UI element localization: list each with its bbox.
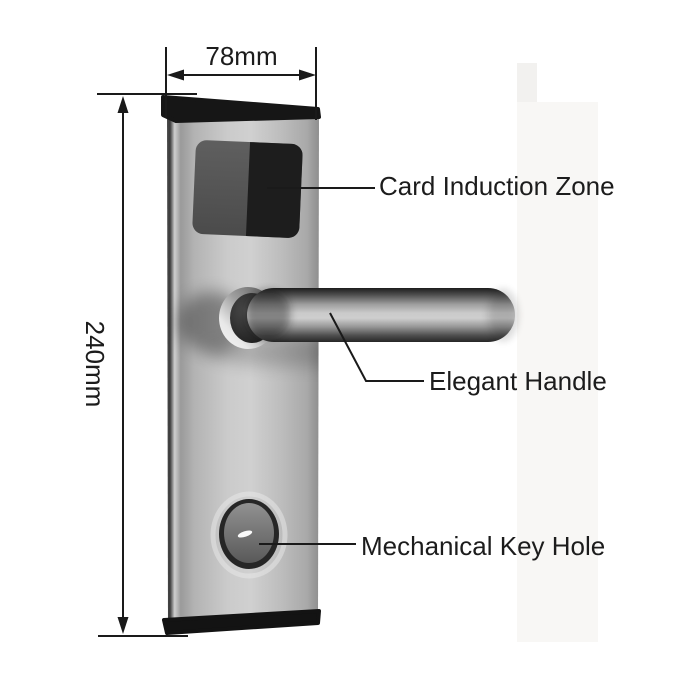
width-dimension-label: 78mm: [205, 41, 278, 71]
handle-tip-shade: [488, 289, 518, 341]
key-slot: [237, 530, 253, 538]
bottom-cap: [162, 609, 321, 635]
keyhole-sheen: [210, 491, 288, 579]
width-arrowhead-left: [167, 69, 184, 81]
handle-leader-line: [329, 312, 424, 382]
card-induction-zone: [192, 140, 303, 238]
leader-lines: [259, 187, 424, 545]
mechanical-key-hole-label: Mechanical Key Hole: [361, 531, 606, 561]
lock-body: [161, 95, 518, 635]
watermark-band: [517, 63, 537, 108]
width-arrowhead-right: [299, 69, 316, 81]
height-dimension-label: 240mm: [80, 320, 110, 408]
watermark-band: [517, 102, 598, 642]
dimension-lines: [97, 47, 317, 637]
height-arrowhead-bottom: [117, 617, 129, 634]
handle-bar: [247, 288, 515, 342]
elegant-handle-label: Elegant Handle: [429, 366, 607, 396]
card-induction-zone-label: Card Induction Zone: [379, 171, 615, 201]
handle-neck-shade: [246, 290, 290, 338]
height-arrowhead-top: [117, 96, 129, 113]
top-cap: [161, 95, 321, 123]
